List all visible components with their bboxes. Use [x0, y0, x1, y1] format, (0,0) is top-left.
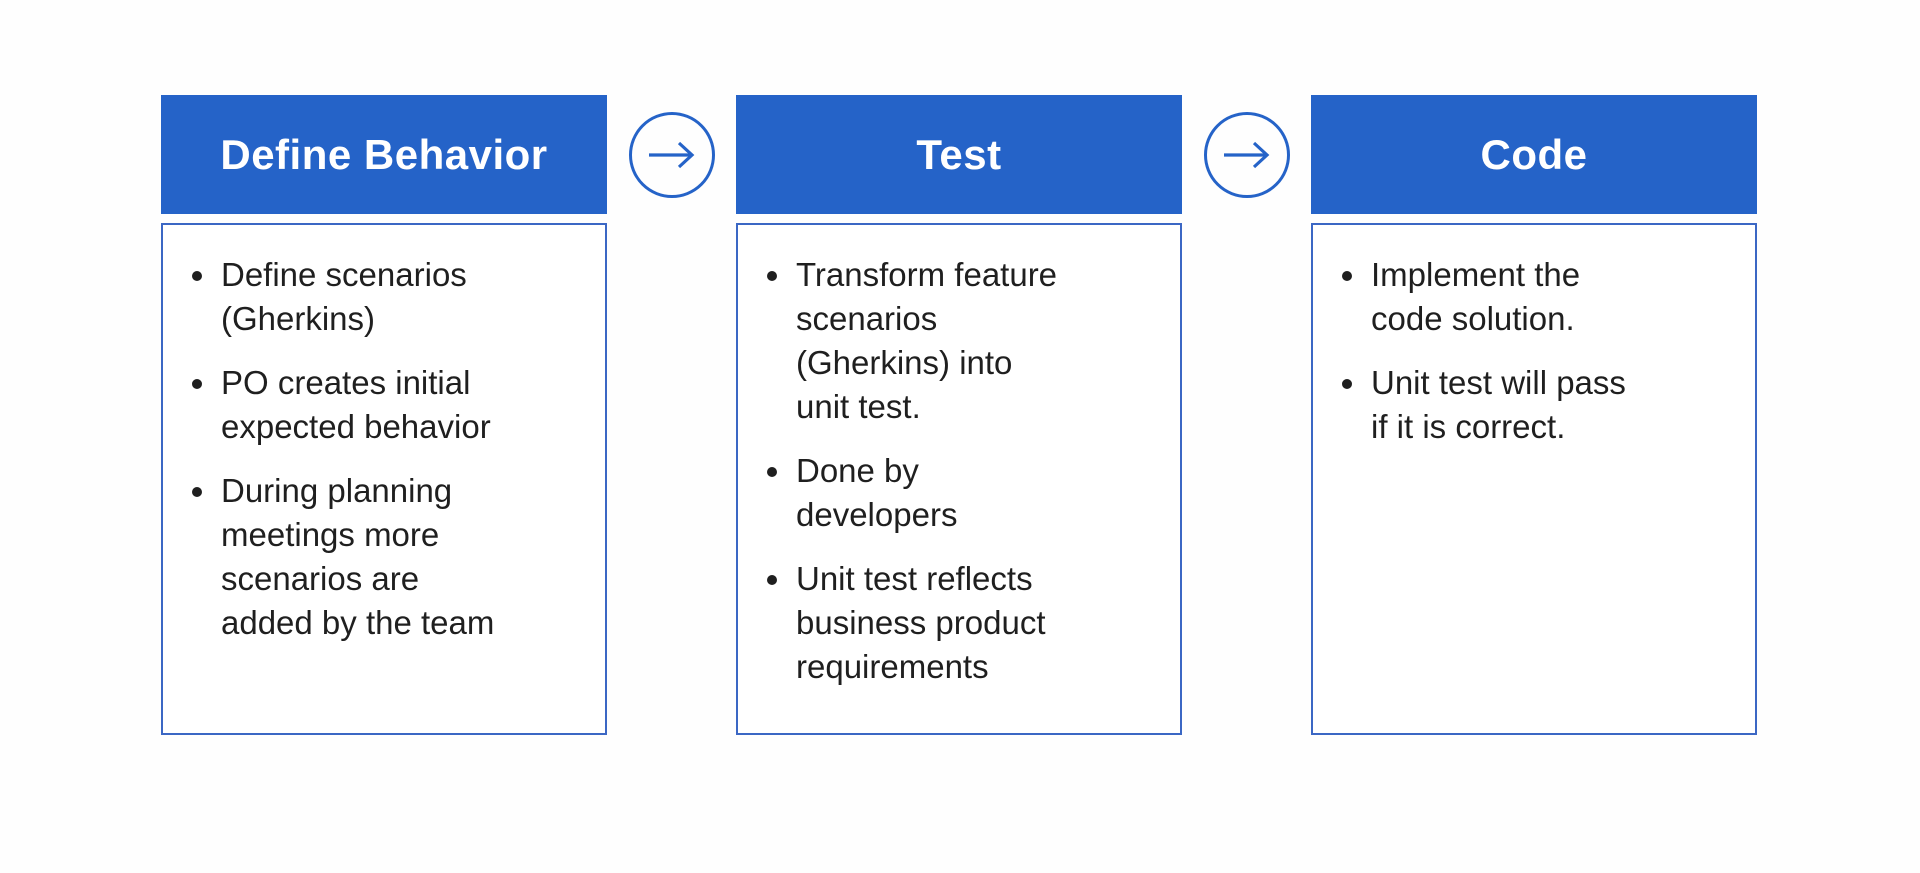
- bdd-process-diagram: Define Behavior Define scenarios (Gherki…: [161, 95, 1757, 735]
- right-arrow-icon: [1223, 141, 1269, 168]
- stage-header: Code: [1311, 95, 1757, 214]
- stage-test: Test Transform feature scenarios (Gherki…: [736, 95, 1182, 735]
- bullet-item: Unit test reflects business product requ…: [794, 557, 1164, 689]
- stage-title: Define Behavior: [220, 130, 548, 178]
- arrow-connector: [607, 95, 736, 214]
- right-arrow-icon: [648, 141, 694, 168]
- stage-body: Implement the code solution. Unit test w…: [1311, 223, 1757, 735]
- arrow-circle: [628, 111, 715, 198]
- stage-body: Transform feature scenarios (Gherkins) i…: [736, 223, 1182, 735]
- bullet-list: Implement the code solution. Unit test w…: [1313, 253, 1739, 449]
- bullet-item: Define scenarios (Gherkins): [219, 253, 589, 341]
- stage-header: Test: [736, 95, 1182, 214]
- bullet-item: PO creates initial expected behavior: [219, 361, 589, 449]
- stage-define-behavior: Define Behavior Define scenarios (Gherki…: [161, 95, 607, 735]
- stage-title: Code: [1480, 130, 1588, 178]
- bullet-item: Implement the code solution.: [1369, 253, 1739, 341]
- arrow-circle: [1203, 111, 1290, 198]
- stage-code: Code Implement the code solution. Unit t…: [1311, 95, 1757, 735]
- bullet-list: Transform feature scenarios (Gherkins) i…: [738, 253, 1164, 689]
- bullet-item: Transform feature scenarios (Gherkins) i…: [794, 253, 1164, 429]
- stage-header: Define Behavior: [161, 95, 607, 214]
- stage-body: Define scenarios (Gherkins) PO creates i…: [161, 223, 607, 735]
- bullet-item: During planning meetings more scenarios …: [219, 469, 589, 645]
- bullet-item: Unit test will pass if it is correct.: [1369, 361, 1739, 449]
- arrow-connector: [1182, 95, 1311, 214]
- bullet-list: Define scenarios (Gherkins) PO creates i…: [163, 253, 589, 645]
- bullet-item: Done by developers: [794, 449, 1164, 537]
- stage-title: Test: [916, 130, 1002, 178]
